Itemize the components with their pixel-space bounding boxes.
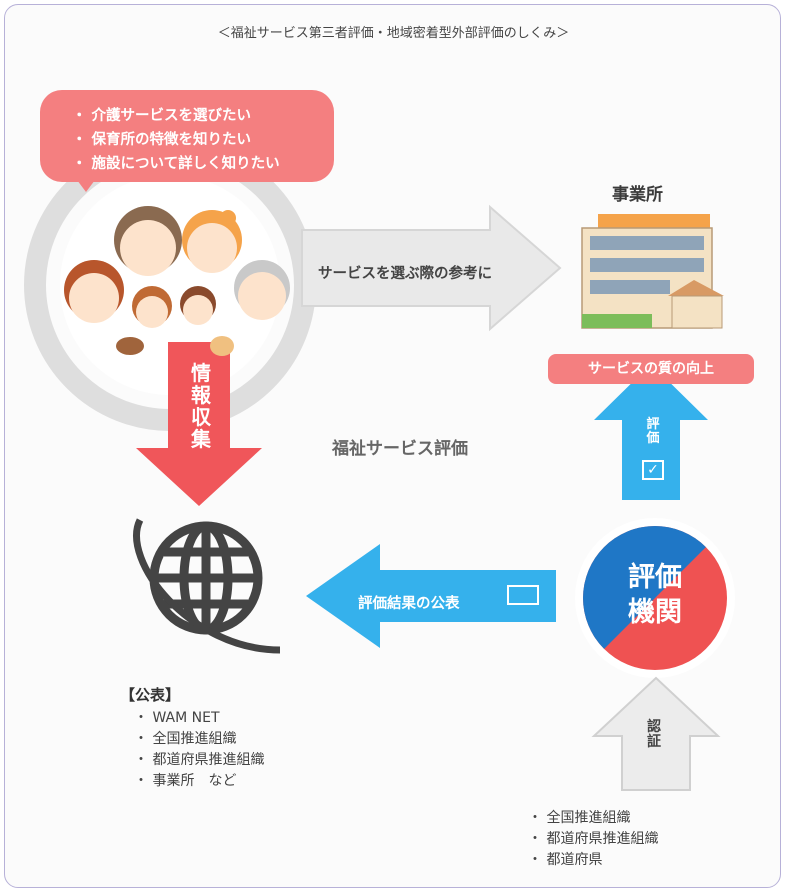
certification-body-item: ・ 都道府県 <box>528 852 603 868</box>
certification-label: 認証 <box>647 719 661 751</box>
office-label: 事業所 <box>612 185 663 205</box>
organization-label: 評価 機関 <box>586 560 724 630</box>
publication-item: ・ 全国推進組織 <box>134 731 237 747</box>
info-gathering-label: 情報収集 <box>191 361 211 451</box>
publication-arrow-label: 評価結果の公表 <box>358 596 460 612</box>
needs-item: ・ 保育所の特徴を知りたい <box>72 132 252 148</box>
organization-label-line1: 評価 <box>628 562 682 593</box>
publication-item: ・ WAM NET <box>134 710 220 726</box>
center-label: 福祉サービス評価 <box>332 439 468 459</box>
bubble-tail <box>74 176 98 192</box>
needs-item: ・ 施設について詳しく知りたい <box>72 156 280 172</box>
quality-improvement-badge: サービスの質の向上 <box>548 354 754 384</box>
certification-body-item: ・ 全国推進組織 <box>528 810 631 826</box>
publication-list: ・ WAM NET ・ 全国推進組織 ・ 都道府県推進組織 ・ 事業所 など <box>134 708 264 792</box>
publication-item: ・ 事業所 など <box>134 773 237 789</box>
info-gathering-arrow <box>136 342 262 506</box>
family-illustration <box>64 206 290 356</box>
diagram-title: ＜福祉サービス第三者評価・地域密着型外部評価のしくみ＞ <box>217 26 570 41</box>
publication-arrow <box>306 544 556 648</box>
evaluation-arrow-label: 評価 <box>646 417 660 447</box>
reference-arrow-label: サービスを選ぶ際の参考に <box>318 266 492 282</box>
evaluation-arrow <box>594 364 708 500</box>
publication-item: ・ 都道府県推進組織 <box>134 752 265 768</box>
organization-label-line2: 機関 <box>628 597 682 628</box>
needs-item: ・ 介護サービスを選びたい <box>72 108 252 124</box>
office-building <box>581 214 724 329</box>
organization-circle <box>583 526 727 670</box>
globe-icon <box>133 518 281 654</box>
checkbox-icon: ✓ <box>642 460 664 480</box>
certification-bodies-list: ・ 全国推進組織 ・ 都道府県推進組織 ・ 都道府県 <box>528 808 658 871</box>
certification-body-item: ・ 都道府県推進組織 <box>528 831 659 847</box>
laptop-icon <box>507 585 539 605</box>
certification-arrow <box>591 676 721 791</box>
needs-bubble: ・ 介護サービスを選びたい ・ 保育所の特徴を知りたい ・ 施設について詳しく知… <box>40 90 334 182</box>
publication-title: 【公表】 <box>120 686 181 704</box>
reference-arrow <box>301 204 562 332</box>
